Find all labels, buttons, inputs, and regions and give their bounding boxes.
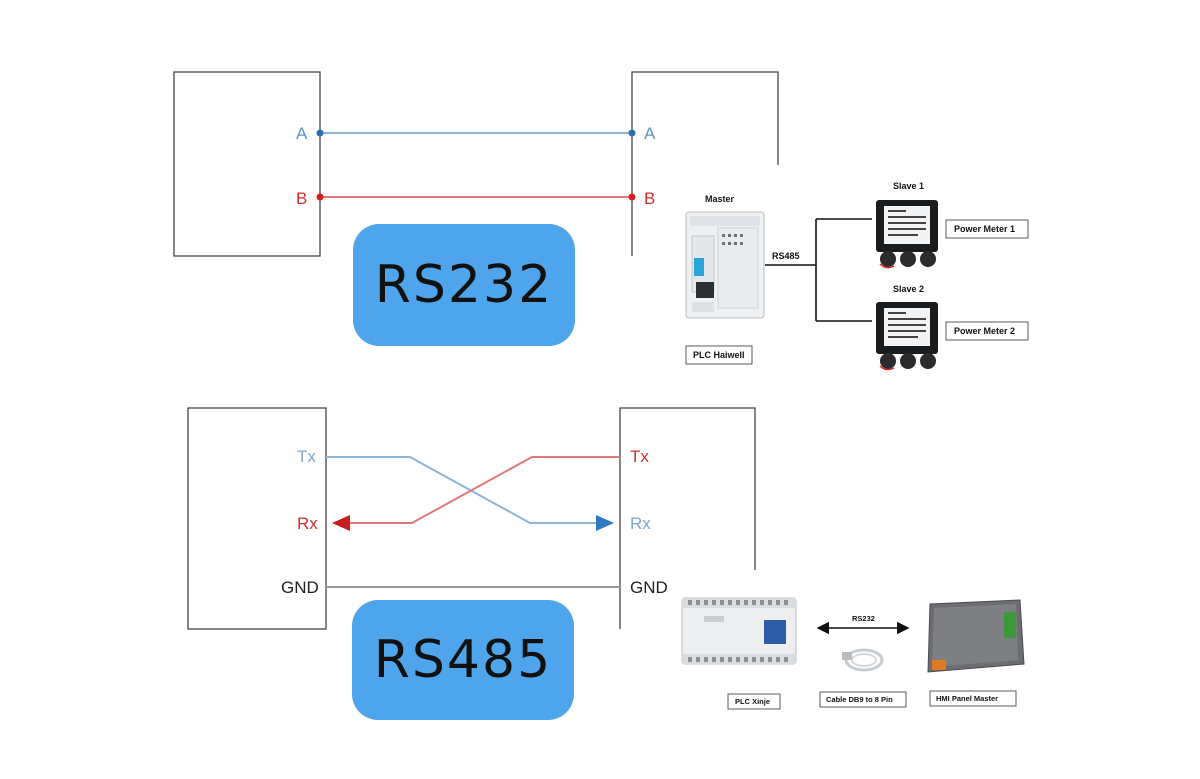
power-meter-2-label: Power Meter 2 — [954, 326, 1015, 336]
rs232-link-label: RS232 — [852, 614, 875, 623]
cable-image — [842, 648, 884, 672]
left-device-box-2 — [187, 407, 327, 630]
power-meter-2-image — [876, 302, 938, 371]
tx-to-rx-line — [326, 456, 614, 531]
rx-from-tx-line — [332, 456, 620, 531]
label-gnd-right: GND — [630, 578, 668, 597]
cable-label-box — [819, 691, 907, 708]
label-b-left: B — [296, 189, 307, 208]
plc-xinje-label: PLC Xinje — [735, 697, 770, 706]
node-b-left — [316, 193, 324, 201]
plc-xinje-label-box — [727, 693, 781, 710]
left-device-box — [173, 71, 321, 257]
label-b-right: B — [644, 189, 655, 208]
node-b-right — [628, 193, 636, 201]
rs485-badge: RS485 — [352, 600, 574, 720]
slave2-title: Slave 2 — [893, 284, 924, 294]
label-a-left: A — [296, 124, 308, 143]
power-meter-2-label-box — [945, 321, 1029, 341]
bus-label: RS485 — [772, 251, 800, 261]
master-title: Master — [705, 194, 735, 204]
plc-haiwell-image — [685, 211, 765, 319]
label-tx-left: Tx — [297, 447, 316, 466]
cable-label: Cable DB9 to 8 Pin — [826, 695, 893, 704]
power-meter-1-image — [876, 200, 938, 269]
network-inset: Master PLC Haiwell RS485 Slave 1 — [668, 166, 1060, 380]
power-meter-1-label-box — [945, 219, 1029, 239]
node-a-right — [628, 129, 636, 137]
right-device-box — [631, 71, 779, 256]
slave1-title: Slave 1 — [893, 181, 924, 191]
plc-haiwell-label: PLC Haiwell — [693, 350, 745, 360]
label-rx-left: Rx — [297, 514, 318, 533]
label-gnd-left: GND — [281, 578, 319, 597]
rs232-badge: RS232 — [353, 224, 575, 346]
rs232-panel: A B A B — [173, 71, 779, 257]
label-a-right: A — [644, 124, 656, 143]
power-meter-1-label: Power Meter 1 — [954, 224, 1015, 234]
plc-haiwell-label-box — [685, 345, 753, 365]
right-device-box-2 — [619, 407, 756, 629]
rs485-panel: Tx Rx GND Tx Rx GND — [187, 407, 756, 630]
plc-xinje-image — [681, 597, 797, 665]
node-a-left — [316, 129, 324, 137]
hmi-label-box — [929, 690, 1017, 707]
label-tx-right: Tx — [630, 447, 649, 466]
hmi-inset: PLC Xinje RS232 Cable DB9 to 8 Pin HMI P… — [672, 572, 1048, 712]
hmi-label: HMI Panel Master — [936, 694, 998, 703]
hmi-panel-image — [927, 599, 1025, 673]
label-rx-right: Rx — [630, 514, 651, 533]
